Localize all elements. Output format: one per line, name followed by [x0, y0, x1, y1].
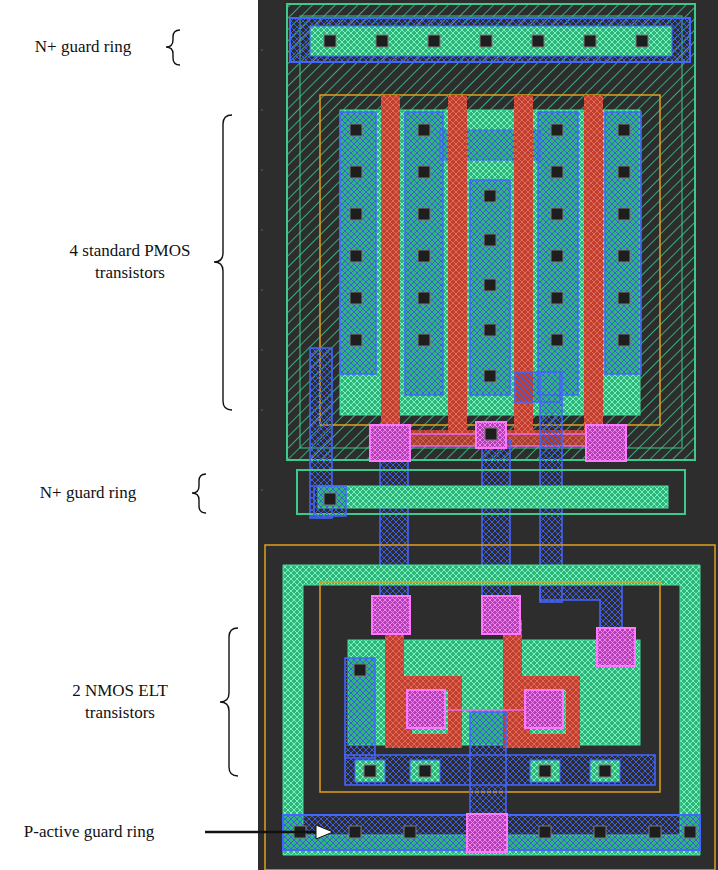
annotation-label: 4 standard PMOS transistors — [52, 240, 208, 284]
bracket — [214, 115, 232, 410]
annotation-label: N+ guard ring — [0, 36, 166, 58]
bracket — [166, 30, 180, 65]
arrow-head — [316, 825, 333, 839]
bracket — [220, 628, 238, 776]
bracket — [192, 474, 206, 513]
annotation-label: P-active guard ring — [0, 821, 178, 843]
annotation-label: N+ guard ring — [0, 482, 176, 504]
annotation-label: 2 NMOS ELT transistors — [50, 680, 190, 724]
leader-arrow — [205, 831, 320, 834]
